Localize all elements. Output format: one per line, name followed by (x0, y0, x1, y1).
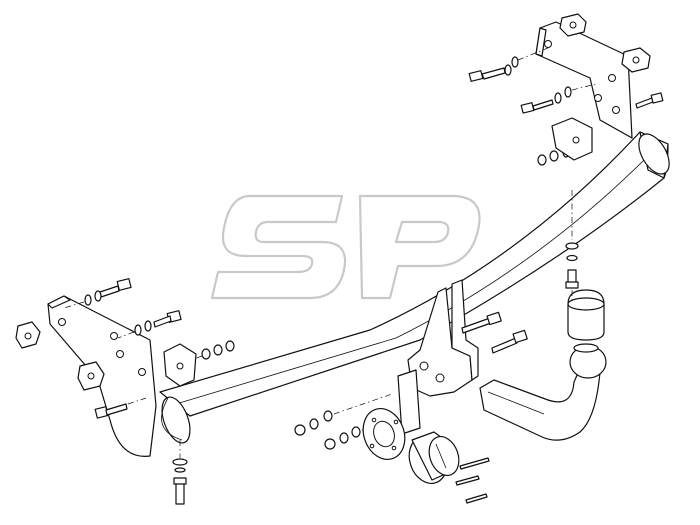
tow-ball-cap (567, 289, 605, 341)
electrical-socket (408, 431, 460, 484)
watermark-text: SP (0, 0, 2, 1)
center-bolt-upper (461, 311, 502, 334)
center-bolt-lower (491, 329, 528, 354)
left-gusset-bracket (163, 343, 197, 387)
center-nut-washer-lower (324, 423, 379, 450)
left-bolt-set-upper (63, 278, 132, 309)
right-bolt-set-upper (468, 47, 549, 82)
left-bottom-bolt-washer (172, 440, 188, 505)
left-cage-nut-upper (15, 321, 41, 349)
sp-watermark-logo: SP (0, 0, 481, 300)
left-cage-nut-lower (77, 361, 105, 391)
right-bolt-outer (635, 92, 664, 109)
center-nut-washer-upper (294, 393, 393, 436)
ball-fixing-bolt (565, 190, 579, 300)
left-bolt-outer (94, 397, 147, 419)
right-cage-nut-upper (559, 13, 587, 37)
main-crossbar (159, 131, 670, 444)
socket-screws (455, 457, 490, 504)
right-cage-nut-lower (621, 47, 651, 73)
right-bolt-set-middle (520, 83, 597, 114)
tow-ball-neck (479, 363, 601, 441)
left-bolt-set-middle (117, 310, 182, 339)
tow-ball (569, 343, 607, 379)
left-nut-washer-set (185, 340, 235, 363)
right-mounting-bracket (535, 21, 633, 139)
socket-mounting-plate (362, 369, 421, 460)
right-gusset-bracket (551, 117, 593, 161)
